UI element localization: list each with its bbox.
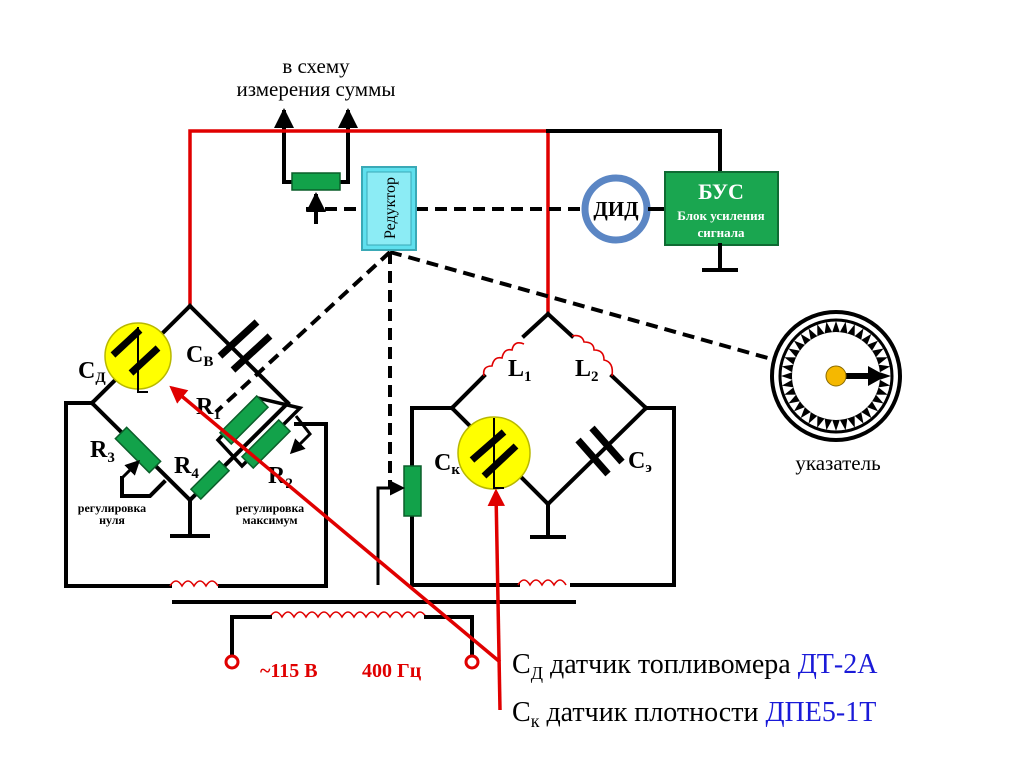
bus-title: БУС (698, 179, 744, 204)
ck-label: Cк (434, 450, 460, 478)
did-sensor: ДИД (581, 174, 651, 244)
secondary-coil-right (517, 579, 567, 587)
indicator-gauge: указатель (770, 310, 902, 475)
shaft-link-r1 (214, 250, 392, 414)
power-voltage: ~115 В (260, 660, 318, 682)
left-bridge: CД CВ R1 R2 R3 R4 регулировка нуля регул… (64, 303, 328, 588)
shaft-link-indicator (389, 250, 833, 378)
zero-adj-line1: регулировка (78, 501, 146, 515)
primary-coil (269, 611, 427, 619)
top-label-line2: измерения суммы (236, 77, 395, 101)
density-potentiometer (403, 465, 422, 517)
did-label: ДИД (593, 197, 639, 221)
inductor-l1 (482, 342, 525, 377)
power-frequency: 400 Гц (362, 660, 422, 682)
top-label-line1: в схему (282, 54, 350, 78)
power-terminal-right (464, 654, 480, 670)
ce-label: Cэ (628, 448, 652, 476)
cv-label: CВ (186, 342, 213, 370)
gauge-hub (825, 365, 847, 387)
ck-pointer-line (487, 488, 506, 711)
legend-item-ck: Cк датчик плотности ДПЕ5-1Т (512, 697, 876, 731)
bus-line2: сигнала (697, 225, 745, 240)
inductor-l2 (571, 334, 614, 377)
indicator-label: указатель (795, 451, 880, 475)
r4-label: R4 (174, 453, 199, 482)
right-bridge: L1 L2 Cк Cэ (376, 311, 676, 587)
l2-label: L2 (575, 356, 599, 385)
resistor-r3 (114, 426, 162, 474)
legend-model-cd: ДТ-2А (798, 649, 879, 680)
reducer-block: Редуктор (361, 166, 417, 251)
bus-block: БУС Блок усиления сигнала (664, 171, 779, 246)
bus-feed-wire (546, 129, 722, 174)
cd-label: CД (78, 358, 106, 386)
zero-adj-line2: нуля (99, 513, 125, 527)
reducer-label: Редуктор (382, 177, 399, 239)
transformer: ~115 В 400 Гц (169, 579, 576, 682)
bus-line1: Блок усиления (677, 208, 764, 223)
cd-pointer-line (169, 385, 502, 664)
resistor-r1 (218, 394, 270, 446)
resistor-r4 (189, 459, 231, 501)
max-adj-line1: регулировка (236, 501, 304, 515)
max-adj-line2: максимум (242, 513, 297, 527)
l1-label: L1 (508, 356, 532, 385)
sum-potentiometer (291, 172, 341, 191)
gauge-needle (868, 366, 886, 386)
legend-item-cd: CД датчик топливомера ДТ-2А (512, 649, 878, 683)
r3-label: R3 (90, 437, 115, 466)
legend: CД датчик топливомера ДТ-2А Cк датчик пл… (512, 649, 878, 731)
secondary-coil-left (169, 580, 219, 588)
power-terminal-left (224, 654, 240, 670)
red-supply-wire (188, 129, 550, 314)
legend-model-ck: ДПЕ5-1Т (765, 697, 876, 728)
